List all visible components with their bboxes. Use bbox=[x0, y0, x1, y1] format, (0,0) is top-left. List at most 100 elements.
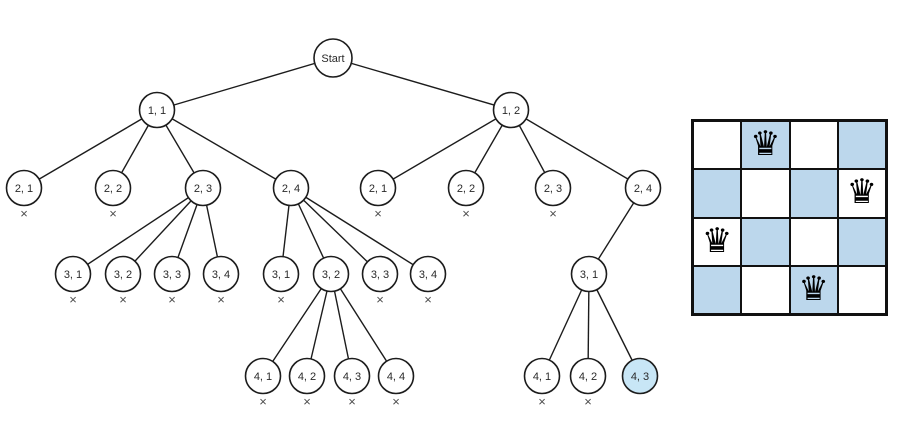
solution-node-circle bbox=[621, 357, 659, 395]
tree-node-3-1: 3, 1 × bbox=[262, 255, 300, 307]
tree-node-4-3: 4, 3 bbox=[621, 357, 659, 395]
tree-edge bbox=[332, 57, 512, 111]
tree-node-2-2: 2, 2× bbox=[447, 169, 485, 221]
fail-mark: × bbox=[584, 394, 592, 409]
node-circle bbox=[184, 169, 222, 207]
black-queen-icon: ♛ bbox=[701, 221, 733, 260]
node-label: 2, 4 bbox=[634, 183, 652, 195]
tree-edge bbox=[377, 109, 512, 189]
tree-edge bbox=[23, 109, 158, 189]
node-circle bbox=[288, 357, 326, 395]
tree-node-3-3: 3, 3 × bbox=[361, 255, 399, 307]
black-queen-icon: ♛ bbox=[846, 173, 878, 212]
node-circle bbox=[361, 255, 399, 293]
tree-node-4-2: 4, 2× bbox=[288, 357, 326, 409]
node-label: 2, 2 bbox=[457, 183, 475, 195]
tree-edge bbox=[72, 187, 204, 275]
board-cell-r4-c4 bbox=[837, 265, 886, 314]
node-label: 3, 2 bbox=[322, 269, 340, 281]
node-circle bbox=[523, 357, 561, 395]
node-label: 3, 3 bbox=[371, 269, 389, 281]
board-cell-r1-c1 bbox=[693, 121, 742, 170]
tree-node-3-4: 3, 4× bbox=[202, 255, 240, 307]
node-circle bbox=[333, 357, 371, 395]
fail-mark: × bbox=[168, 292, 176, 307]
fail-mark: × bbox=[259, 394, 267, 409]
tree-edge bbox=[262, 273, 332, 377]
node-circle bbox=[312, 255, 350, 293]
node-circle bbox=[272, 169, 310, 207]
tree-edge bbox=[290, 187, 429, 275]
fail-mark: × bbox=[376, 292, 384, 307]
node-label: 3, 1 bbox=[272, 269, 290, 281]
node-circle bbox=[153, 255, 191, 293]
node-circle bbox=[104, 255, 142, 293]
node-label: 4, 4 bbox=[387, 371, 405, 383]
black-queen-icon: ♛ bbox=[750, 125, 781, 164]
tree-node-4-4: 4, 4× bbox=[377, 357, 415, 409]
fail-mark: × bbox=[303, 394, 311, 409]
board-cell-r2-c3 bbox=[789, 169, 838, 218]
black-queen-icon: ♛ bbox=[798, 269, 829, 308]
tree-edge bbox=[156, 109, 292, 189]
tree-edge bbox=[588, 273, 641, 377]
tree-node-2-2: 2, 2× bbox=[94, 169, 132, 221]
board-cell-r3-c1: ♛ bbox=[693, 217, 742, 266]
board-cell-r4-c2 bbox=[741, 265, 790, 314]
fail-mark: × bbox=[277, 292, 285, 307]
board-cell-r3-c3 bbox=[789, 217, 838, 266]
board-cell-r2-c2 bbox=[741, 169, 790, 218]
tree-edge bbox=[290, 187, 381, 275]
tree-node-3-2: 3, 2 bbox=[312, 255, 350, 293]
fail-mark: × bbox=[424, 292, 432, 307]
node-label: 4, 2 bbox=[579, 371, 597, 383]
node-circle bbox=[262, 255, 300, 293]
node-circle bbox=[492, 91, 530, 129]
node-label: 3, 1 bbox=[64, 269, 82, 281]
node-circle bbox=[377, 357, 415, 395]
fail-mark: × bbox=[348, 394, 356, 409]
fail-mark: × bbox=[549, 206, 557, 221]
node-circle bbox=[54, 255, 92, 293]
board-cell-r3-c2 bbox=[741, 217, 790, 266]
tree-node-2-1: 2, 1× bbox=[5, 169, 43, 221]
tree-node-4-3: 4, 3× bbox=[333, 357, 371, 409]
tree-edge bbox=[510, 109, 644, 189]
tree-node-1-1: 1, 1 bbox=[138, 91, 176, 129]
node-label: 3, 2 bbox=[114, 269, 132, 281]
node-circle bbox=[5, 169, 43, 207]
node-label: 3, 4 bbox=[419, 269, 437, 281]
node-circle bbox=[569, 357, 607, 395]
chessboard: ♛ ♛ ♛ ♛ bbox=[691, 119, 888, 316]
fail-mark: × bbox=[109, 206, 117, 221]
node-label: 3, 1 bbox=[580, 269, 598, 281]
fail-mark: × bbox=[538, 394, 546, 409]
node-circle bbox=[138, 91, 176, 129]
board-cell-r2-c1 bbox=[693, 169, 742, 218]
node-circle bbox=[359, 169, 397, 207]
node-circle bbox=[202, 255, 240, 293]
node-circle bbox=[313, 38, 353, 78]
fail-mark: × bbox=[119, 292, 127, 307]
fail-mark: × bbox=[20, 206, 28, 221]
node-label: 2, 1 bbox=[369, 183, 387, 195]
tree-node-3-3: 3, 3× bbox=[153, 255, 191, 307]
board-cell-r1-c3 bbox=[789, 121, 838, 170]
node-label: 4, 1 bbox=[533, 371, 551, 383]
board-cell-r3-c4 bbox=[837, 217, 886, 266]
node-label: 2, 3 bbox=[544, 183, 562, 195]
node-circle bbox=[570, 255, 608, 293]
node-label: 4, 1 bbox=[254, 371, 272, 383]
board-cell-r1-c2: ♛ bbox=[741, 121, 790, 170]
tree-node-2-1: 2, 1× bbox=[359, 169, 397, 221]
tree-node-2-4: 2, 4 bbox=[272, 169, 310, 207]
node-label: 4, 3 bbox=[631, 371, 649, 383]
tree-node-4-1: 4, 1 × bbox=[523, 357, 561, 409]
node-circle bbox=[94, 169, 132, 207]
board-cell-r1-c4 bbox=[837, 121, 886, 170]
tree-node-1-2: 1, 2 bbox=[492, 91, 530, 129]
node-label: 2, 3 bbox=[194, 183, 212, 195]
tree-node-start: Start bbox=[313, 38, 353, 78]
node-label: 2, 4 bbox=[282, 183, 300, 195]
